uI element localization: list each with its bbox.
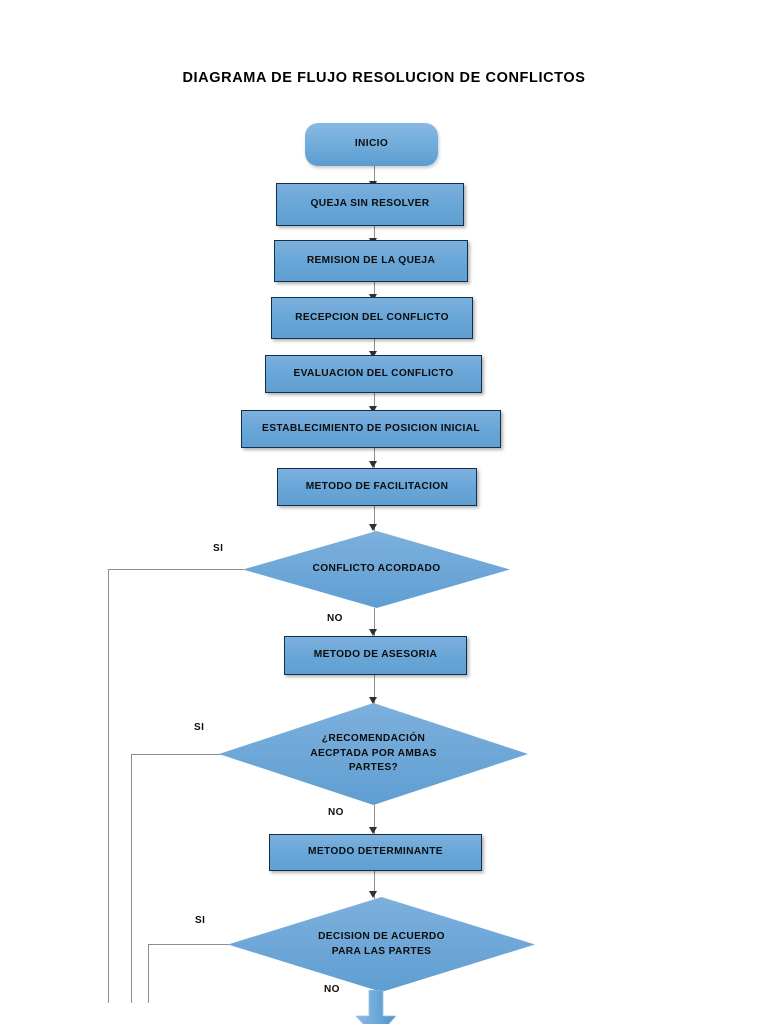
connector-n7-to-d2: [374, 675, 376, 705]
connector-n2-to-n3: [374, 282, 376, 301]
arrowhead-d2: [369, 697, 378, 704]
connector-n5-to-n6: [374, 448, 376, 468]
end-block-arrow-down[interactable]: [355, 989, 397, 1024]
arrowhead-n6: [369, 461, 378, 468]
node-decision-de-acuerdo[interactable]: DECISION DE ACUERDO PARA LAS PARTES: [228, 897, 535, 992]
node-queja-sin-resolver[interactable]: QUEJA SIN RESOLVER: [276, 183, 464, 226]
arrowhead-n4: [369, 351, 378, 358]
node-evaluacion-del-conflicto[interactable]: EVALUACION DEL CONFLICTO: [265, 355, 482, 393]
connector-d2-to-n8: [374, 805, 376, 834]
node-metodo-de-facilitacion[interactable]: METODO DE FACILITACION: [277, 468, 477, 506]
node-recomendacion-aceptada[interactable]: ¿RECOMENDACIÓN AECPTADA POR AMBAS PARTES…: [219, 703, 528, 805]
edge-label-d2-no: NO: [328, 807, 344, 818]
node-metodo-de-asesoria-label: METODO DE ASESORIA: [313, 649, 438, 661]
connector-d2-yes-vertical: [131, 754, 133, 1003]
node-conflicto-acordado[interactable]: CONFLICTO ACORDADO: [243, 531, 510, 608]
connector-d1-to-n7: [374, 608, 376, 636]
edge-label-d3-yes: SI: [195, 915, 206, 926]
diamond-shape-3: [228, 897, 535, 992]
node-start-label: INICIO: [354, 138, 389, 150]
node-metodo-de-facilitacion-label: METODO DE FACILITACION: [305, 480, 449, 492]
edge-label-d3-no: NO: [324, 984, 340, 995]
connector-n8-to-d3: [374, 871, 376, 899]
node-remision-de-la-queja[interactable]: REMISION DE LA QUEJA: [274, 240, 468, 282]
connector-d1-yes-horizontal: [108, 569, 244, 571]
node-start[interactable]: INICIO: [305, 123, 438, 166]
edge-label-d1-yes: SI: [213, 543, 224, 554]
edge-label-d2-yes: SI: [194, 722, 205, 733]
arrowhead-n7: [369, 629, 378, 636]
arrowhead-n8: [369, 827, 378, 834]
arrow-down-icon: [355, 989, 397, 1024]
connector-n3-to-n4: [374, 339, 376, 358]
node-evaluacion-del-conflicto-label: EVALUACION DEL CONFLICTO: [293, 367, 454, 379]
connector-n4-to-n5: [374, 393, 376, 413]
edge-label-d1-no: NO: [327, 613, 343, 624]
arrowhead-n5: [369, 406, 378, 413]
node-establecimiento-de-posicion-inicial[interactable]: ESTABLECIMIENTO DE POSICION INICIAL: [241, 410, 501, 448]
node-recepcion-del-conflicto[interactable]: RECEPCION DEL CONFLICTO: [271, 297, 473, 339]
node-metodo-determinante-label: METODO DETERMINANTE: [308, 846, 443, 858]
node-recepcion-del-conflicto-label: RECEPCION DEL CONFLICTO: [295, 311, 449, 323]
diamond-shape-1: [243, 531, 510, 608]
node-metodo-determinante[interactable]: METODO DETERMINANTE: [269, 834, 482, 871]
arrowhead-d1: [369, 524, 378, 531]
page-title: DIAGRAMA DE FLUJO RESOLUCION DE CONFLICT…: [182, 70, 586, 86]
connector-d2-yes-horizontal: [131, 754, 221, 756]
connector-n6-to-d1: [374, 506, 376, 533]
diamond-shape-2: [219, 703, 528, 805]
node-metodo-de-asesoria[interactable]: METODO DE ASESORIA: [284, 636, 467, 675]
node-establecimiento-de-posicion-inicial-label: ESTABLECIMIENTO DE POSICION INICIAL: [262, 422, 480, 434]
connector-n1-to-n2: [374, 226, 376, 246]
arrowhead-d3: [369, 891, 378, 898]
connector-d1-yes-vertical: [108, 569, 110, 1003]
connector-d3-yes-horizontal: [148, 944, 231, 946]
connector-start-to-n1: [374, 166, 376, 188]
connector-d3-yes-vertical: [148, 944, 150, 1003]
node-queja-sin-resolver-label: QUEJA SIN RESOLVER: [310, 198, 430, 210]
node-remision-de-la-queja-label: REMISION DE LA QUEJA: [306, 254, 436, 266]
